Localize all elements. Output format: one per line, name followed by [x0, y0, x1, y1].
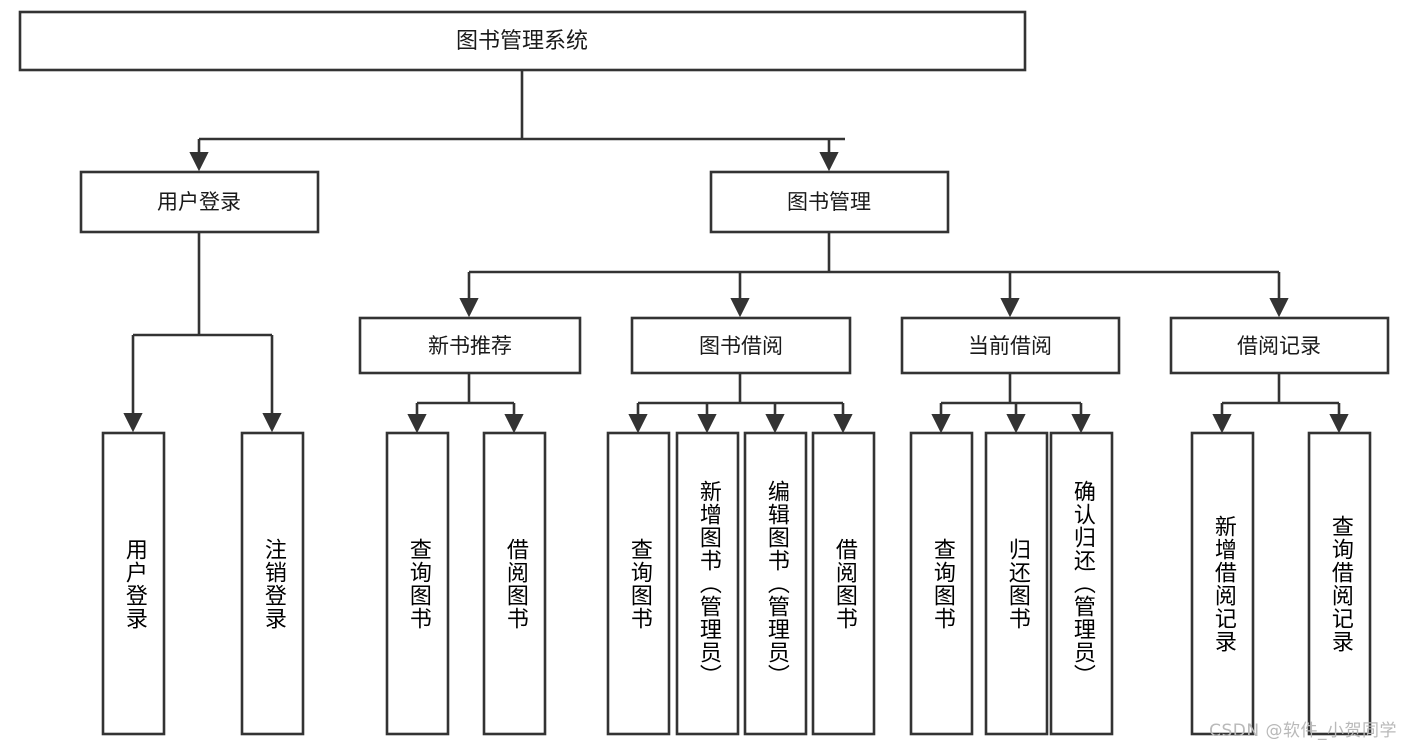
node-leaf-user-logout-label: 注销登录: [260, 537, 286, 630]
node-book-borrow[interactable]: 图书借阅: [630, 316, 852, 375]
connector-user-login-to-leaves: [123, 232, 282, 433]
leaf-nodes-group: 用户登录 注销登录 查询图书 借阅图书: [101, 431, 1372, 736]
node-leaf-user-logout[interactable]: 注销登录: [240, 431, 305, 736]
node-borrow-record[interactable]: 借阅记录: [1169, 316, 1390, 375]
node-borrow-record-label: 借阅记录: [1237, 334, 1321, 358]
node-leaf-confirm-return-box[interactable]: [1049, 431, 1114, 736]
node-leaf-user-logout-box[interactable]: [240, 431, 305, 736]
node-leaf-borrow-book-new[interactable]: 借阅图书: [482, 431, 547, 736]
node-book-manage-box[interactable]: [709, 170, 950, 234]
node-current-borrow-label: 当前借阅: [968, 334, 1052, 358]
node-root[interactable]: 图书管理系统: [18, 10, 1027, 72]
node-user-login[interactable]: 用户登录: [79, 170, 320, 234]
node-leaf-query-record-label: 查询借阅记录: [1327, 514, 1353, 653]
node-leaf-user-login[interactable]: 用户登录: [101, 431, 166, 736]
node-leaf-return-book-label: 归还图书: [1004, 537, 1030, 630]
node-leaf-add-book[interactable]: 新增图书（管理员）: [675, 431, 740, 736]
node-leaf-add-book-box[interactable]: [675, 431, 740, 736]
node-leaf-query-book-new[interactable]: 查询图书: [385, 431, 450, 736]
node-new-book-recommend-label: 新书推荐: [428, 334, 512, 358]
node-book-borrow-box[interactable]: [630, 316, 852, 375]
node-user-login-label: 用户登录: [157, 190, 241, 214]
node-leaf-query-record-box[interactable]: [1307, 431, 1372, 736]
node-leaf-user-login-label: 用户登录: [121, 537, 147, 630]
connector-current-borrow-to-leaves: [931, 373, 1091, 434]
node-user-login-box[interactable]: [79, 170, 320, 234]
node-leaf-query-book-borrow-box[interactable]: [606, 431, 671, 736]
connector-new-book-recommend-to-leaves: [407, 373, 524, 434]
node-leaf-borrow-book-label: 借阅图书: [831, 537, 857, 630]
node-leaf-edit-book[interactable]: 编辑图书（管理员）: [743, 431, 808, 736]
node-new-book-recommend-box[interactable]: [358, 316, 582, 375]
node-leaf-add-book-label: 新增图书（管理员）: [695, 480, 721, 687]
node-leaf-edit-book-box[interactable]: [743, 431, 808, 736]
node-leaf-query-book-cur-label: 查询图书: [929, 537, 955, 630]
node-leaf-query-book-cur-box[interactable]: [909, 431, 974, 736]
node-leaf-query-book-new-label: 查询图书: [405, 537, 431, 630]
node-leaf-query-book-borrow[interactable]: 查询图书: [606, 431, 671, 736]
connector-root-to-level2: [189, 70, 845, 172]
node-root-label: 图书管理系统: [456, 29, 588, 54]
node-leaf-query-book-new-box[interactable]: [385, 431, 450, 736]
node-current-borrow-box[interactable]: [900, 316, 1121, 375]
node-leaf-user-login-box[interactable]: [101, 431, 166, 736]
node-leaf-edit-book-label: 编辑图书（管理员）: [763, 480, 789, 687]
connector-book-manage-to-level3: [459, 232, 1289, 318]
connector-book-borrow-to-leaves: [628, 373, 853, 434]
node-leaf-borrow-book[interactable]: 借阅图书: [811, 431, 876, 736]
node-borrow-record-box[interactable]: [1169, 316, 1390, 375]
node-leaf-confirm-return-label: 确认归还（管理员）: [1069, 480, 1095, 687]
node-new-book-recommend[interactable]: 新书推荐: [358, 316, 582, 375]
node-leaf-return-book[interactable]: 归还图书: [984, 431, 1049, 736]
node-leaf-query-record[interactable]: 查询借阅记录: [1307, 431, 1372, 736]
node-leaf-query-book-borrow-label: 查询图书: [626, 537, 652, 630]
node-book-manage-label: 图书管理: [787, 190, 871, 214]
node-leaf-borrow-book-new-label: 借阅图书: [502, 537, 528, 630]
node-leaf-add-record[interactable]: 新增借阅记录: [1190, 431, 1255, 736]
node-leaf-add-record-box[interactable]: [1190, 431, 1255, 736]
node-current-borrow[interactable]: 当前借阅: [900, 316, 1121, 375]
node-leaf-borrow-book-new-box[interactable]: [482, 431, 547, 736]
node-book-borrow-label: 图书借阅: [699, 334, 783, 358]
connector-borrow-record-to-leaves: [1212, 373, 1349, 434]
node-root-box[interactable]: [18, 10, 1027, 72]
node-leaf-return-book-box[interactable]: [984, 431, 1049, 736]
node-leaf-confirm-return[interactable]: 确认归还（管理员）: [1049, 431, 1114, 736]
node-leaf-borrow-book-box[interactable]: [811, 431, 876, 736]
node-leaf-query-book-cur[interactable]: 查询图书: [909, 431, 974, 736]
node-leaf-add-record-label: 新增借阅记录: [1210, 514, 1236, 653]
node-book-manage[interactable]: 图书管理: [709, 170, 950, 234]
